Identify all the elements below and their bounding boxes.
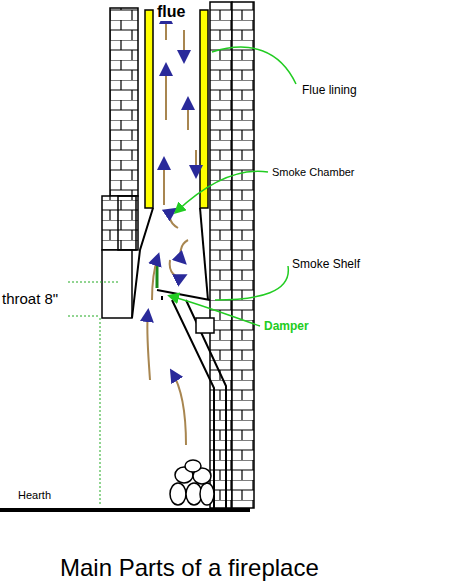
logs [170,460,214,505]
leader-line [170,47,296,326]
part-label: flue [156,3,186,21]
smoke-shelf [157,290,210,300]
airflow-arrow [147,14,196,445]
part-label: Smoke Shelf [292,258,360,271]
dimension-line [68,282,120,505]
caption: Main Parts of a fireplace [60,555,319,581]
flue-lining [145,10,153,208]
firebox-back [172,300,214,508]
part-label: Damper [264,320,309,333]
lintel [102,250,132,318]
flue-lining [200,10,208,208]
brick-wall [102,196,138,250]
part-label: Smoke Chamber [272,166,355,178]
chamber-wall [132,208,153,318]
brick-wall [110,8,138,196]
part-label: Flue lining [302,84,357,97]
part-label: throat 8" [2,291,58,308]
part-label: Hearth [18,489,51,501]
brick-wall [232,2,254,508]
hearth [0,508,250,512]
